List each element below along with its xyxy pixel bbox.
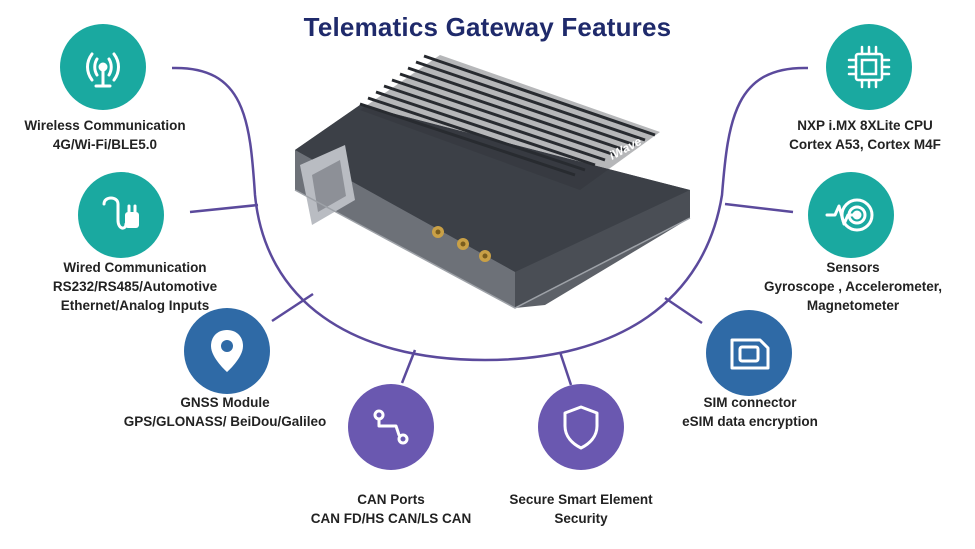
circuit-trace-icon: [373, 409, 409, 445]
cpu-feature-circle: [826, 24, 912, 110]
can-detail: CAN FD/HS CAN/LS CAN: [310, 511, 472, 526]
shield-icon: [563, 405, 599, 450]
spoke-sensors: [724, 202, 794, 214]
secure-title: Secure Smart Element: [509, 492, 653, 507]
sensors-feature-circle: [808, 172, 894, 258]
spoke-gnss: [271, 292, 314, 323]
spoke-can: [400, 349, 417, 384]
wired-detail-1: RS232/RS485/Automotive: [52, 279, 218, 294]
antenna-icon: [86, 52, 120, 88]
connector-arc: [171, 66, 809, 362]
sensors-title: Sensors: [826, 260, 880, 275]
spoke-wired: [189, 203, 259, 214]
gnss-detail: GPS/GLONASS/ BeiDou/Galileo: [123, 414, 327, 429]
sim-detail: eSIM data encryption: [682, 414, 818, 429]
wired-detail-2: Ethernet/Analog Inputs: [60, 298, 210, 313]
wired-feature-label: Wired Communication RS232/RS485/Automoti…: [10, 258, 260, 315]
sim-feature-label: SIM connector eSIM data encryption: [650, 393, 850, 431]
can-title: CAN Ports: [357, 492, 425, 507]
secure-feature-circle: [538, 384, 624, 470]
wired-title: Wired Communication: [63, 260, 207, 275]
wireless-feature-label: Wireless Communication 4G/Wi-Fi/BLE5.0: [10, 116, 200, 154]
diagram-title: Telematics Gateway Features: [303, 12, 672, 42]
wired-feature-circle: [78, 172, 164, 258]
wireless-detail: 4G/Wi-Fi/BLE5.0: [52, 137, 158, 152]
wireless-title: Wireless Communication: [24, 118, 186, 133]
wireless-feature-circle: [60, 24, 146, 110]
sim-title: SIM connector: [703, 395, 797, 410]
cpu-feature-label: NXP i.MX 8XLite CPU Cortex A53, Cortex M…: [765, 116, 965, 154]
secure-feature-label: Secure Smart Element Security: [486, 490, 676, 528]
plug-cable-icon: [102, 196, 139, 230]
cpu-chip-icon: [847, 45, 891, 89]
sensor-target-icon: [825, 198, 874, 232]
telematics-gateway-device: [294, 54, 691, 309]
secure-detail: Security: [554, 511, 608, 526]
spoke-sim: [664, 296, 703, 325]
sim-card-icon: [730, 338, 770, 370]
gnss-feature-circle: [184, 308, 270, 394]
spoke-secure: [558, 351, 573, 386]
map-pin-icon: [211, 330, 243, 372]
sensors-detail-2: Magnetometer: [806, 298, 900, 313]
can-feature-circle: [348, 384, 434, 470]
gnss-feature-label: GNSS Module GPS/GLONASS/ BeiDou/Galileo: [110, 393, 340, 431]
can-feature-label: CAN Ports CAN FD/HS CAN/LS CAN: [296, 490, 486, 528]
cpu-detail: Cortex A53, Cortex M4F: [789, 137, 941, 152]
sim-feature-circle: [706, 310, 792, 396]
sensors-detail-1: Gyroscope , Accelerometer,: [763, 279, 943, 294]
cpu-title: NXP i.MX 8XLite CPU: [797, 118, 933, 133]
sensors-feature-label: Sensors Gyroscope , Accelerometer, Magne…: [748, 258, 958, 315]
gnss-title: GNSS Module: [180, 395, 270, 410]
